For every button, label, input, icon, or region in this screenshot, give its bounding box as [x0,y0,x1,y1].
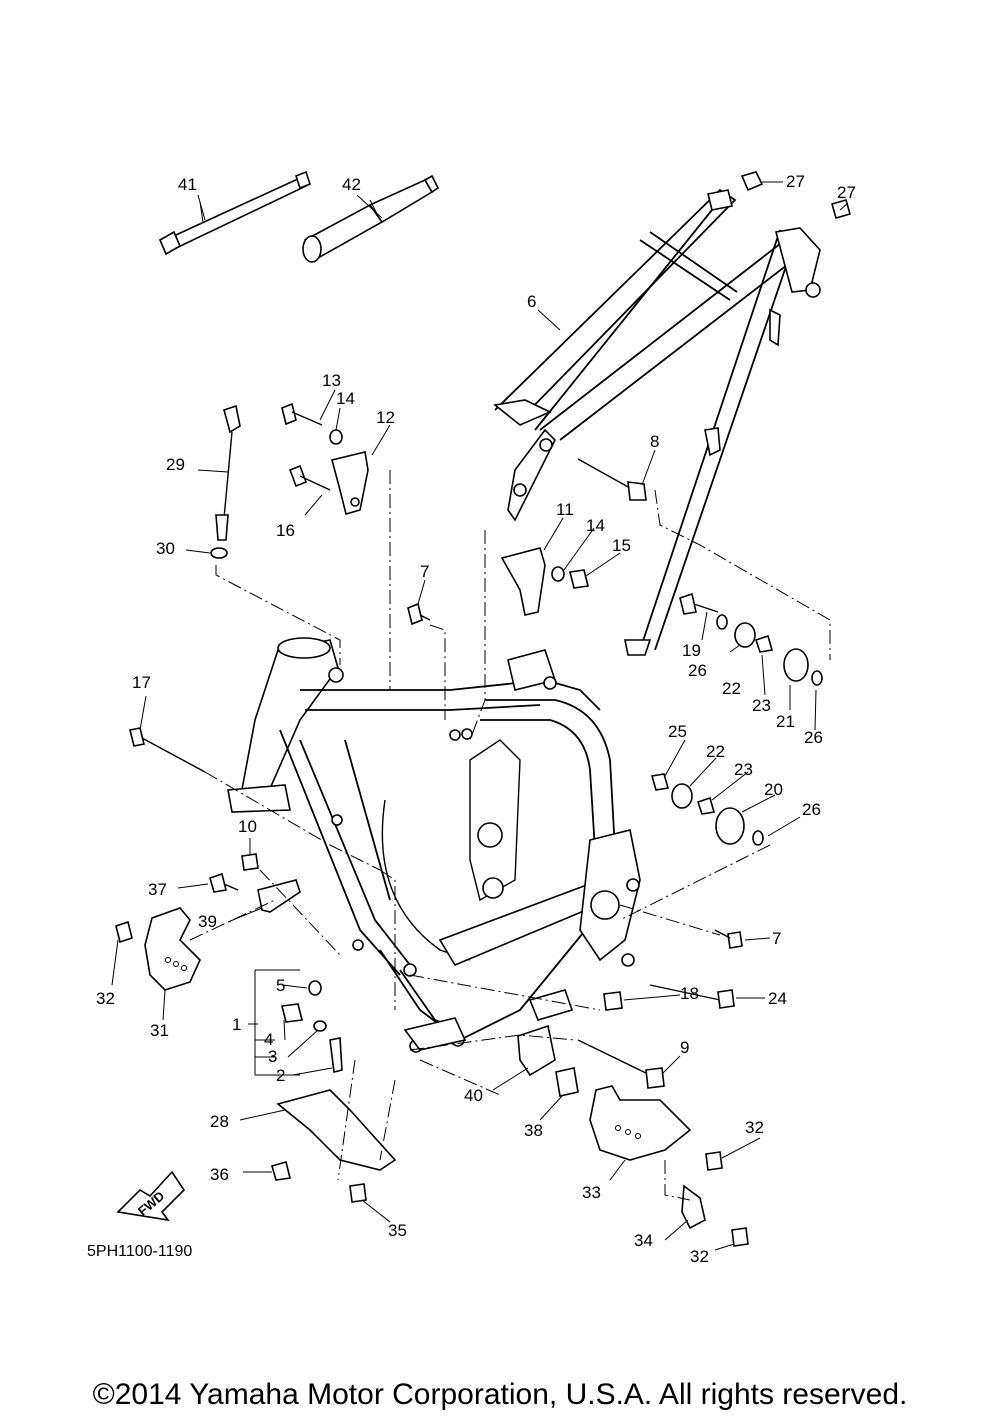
callout-9: 9 [680,1038,689,1057]
main-frame [227,637,641,1053]
callout-20: 20 [764,780,783,799]
callout-24: 24 [768,989,787,1008]
callout-12: 12 [376,408,395,427]
callout-41: 41 [178,175,197,194]
socket-wrench-42 [302,174,440,263]
callout-30: 30 [156,539,175,558]
leader-lines [111,181,849,1251]
callout-11: 11 [556,500,574,519]
callout-32: 32 [690,1247,709,1266]
forward-arrow-icon: FWD [116,1170,186,1222]
callout-16: 16 [276,521,295,540]
callout-3: 3 [268,1047,277,1066]
callout-26: 26 [688,661,707,680]
callout-37: 37 [148,880,167,899]
callout-13: 13 [322,371,341,390]
callout-42: 42 [342,175,361,194]
callout-29: 29 [166,455,185,474]
callout-7: 7 [772,929,781,948]
callout-28: 28 [210,1112,229,1131]
callout-14: 14 [336,389,355,408]
callout-23: 23 [734,760,753,779]
callout-18: 18 [680,984,699,1003]
callout-17: 17 [132,673,151,692]
rear-subframe-6 [493,188,821,656]
callout-1: 1 [232,1015,241,1034]
callout-7: 7 [420,562,429,581]
callout-5: 5 [276,976,285,995]
callout-2: 2 [276,1066,285,1085]
callout-35: 35 [388,1221,407,1240]
callout-26: 26 [802,800,821,819]
callout-38: 38 [524,1121,543,1140]
callout-39: 39 [198,912,217,931]
callout-27: 27 [786,172,805,191]
callout-22: 22 [722,679,741,698]
callout-32: 32 [745,1118,764,1137]
callout-34: 34 [634,1231,653,1250]
callout-22: 22 [706,742,725,761]
drawing-code: 5PH1100-1190 [87,1243,192,1260]
callout-10: 10 [238,817,257,836]
wrench-41 [158,170,311,256]
callout-15: 15 [612,536,631,555]
callout-26: 26 [804,728,823,747]
callout-labels: 41 42 27 27 6 13 14 12 8 29 16 11 14 15 … [87,172,856,1266]
callout-27: 27 [837,183,856,202]
callout-6: 6 [527,292,536,311]
callout-8: 8 [650,432,659,451]
callout-25: 25 [668,722,687,741]
callout-32: 32 [96,989,115,1008]
callout-14: 14 [586,516,605,535]
callout-31: 31 [150,1021,169,1040]
callout-36: 36 [210,1165,229,1184]
callout-19: 19 [682,641,701,660]
callout-23: 23 [752,696,771,715]
callout-33: 33 [582,1183,601,1202]
callout-40: 40 [464,1086,483,1105]
callout-21: 21 [776,712,795,731]
copyright-notice: ©2014 Yamaha Motor Corporation, U.S.A. A… [92,1378,908,1411]
callout-4: 4 [264,1030,273,1049]
hardware-parts [115,171,851,1247]
